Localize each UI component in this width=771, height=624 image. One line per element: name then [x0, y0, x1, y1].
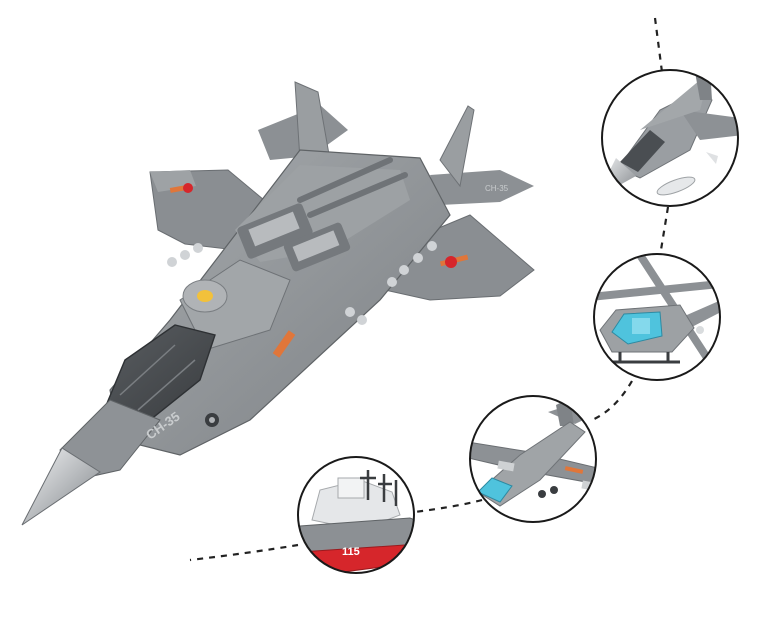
star-emblem — [183, 183, 457, 268]
alternate-build-fighter-jet — [601, 69, 739, 207]
alternate-build-destroyer-ship: 115 — [297, 456, 415, 574]
alternate-build-helicopter — [593, 253, 721, 381]
alternate-build-transport-aircraft — [469, 395, 597, 523]
nose-cone — [21, 447, 101, 526]
stealth-fighter-model: CH-35 CH-35 — [21, 81, 535, 526]
hull-number: 115 — [342, 546, 360, 558]
dashed-connector — [189, 17, 670, 562]
tail-marking: CH-35 — [485, 184, 509, 193]
